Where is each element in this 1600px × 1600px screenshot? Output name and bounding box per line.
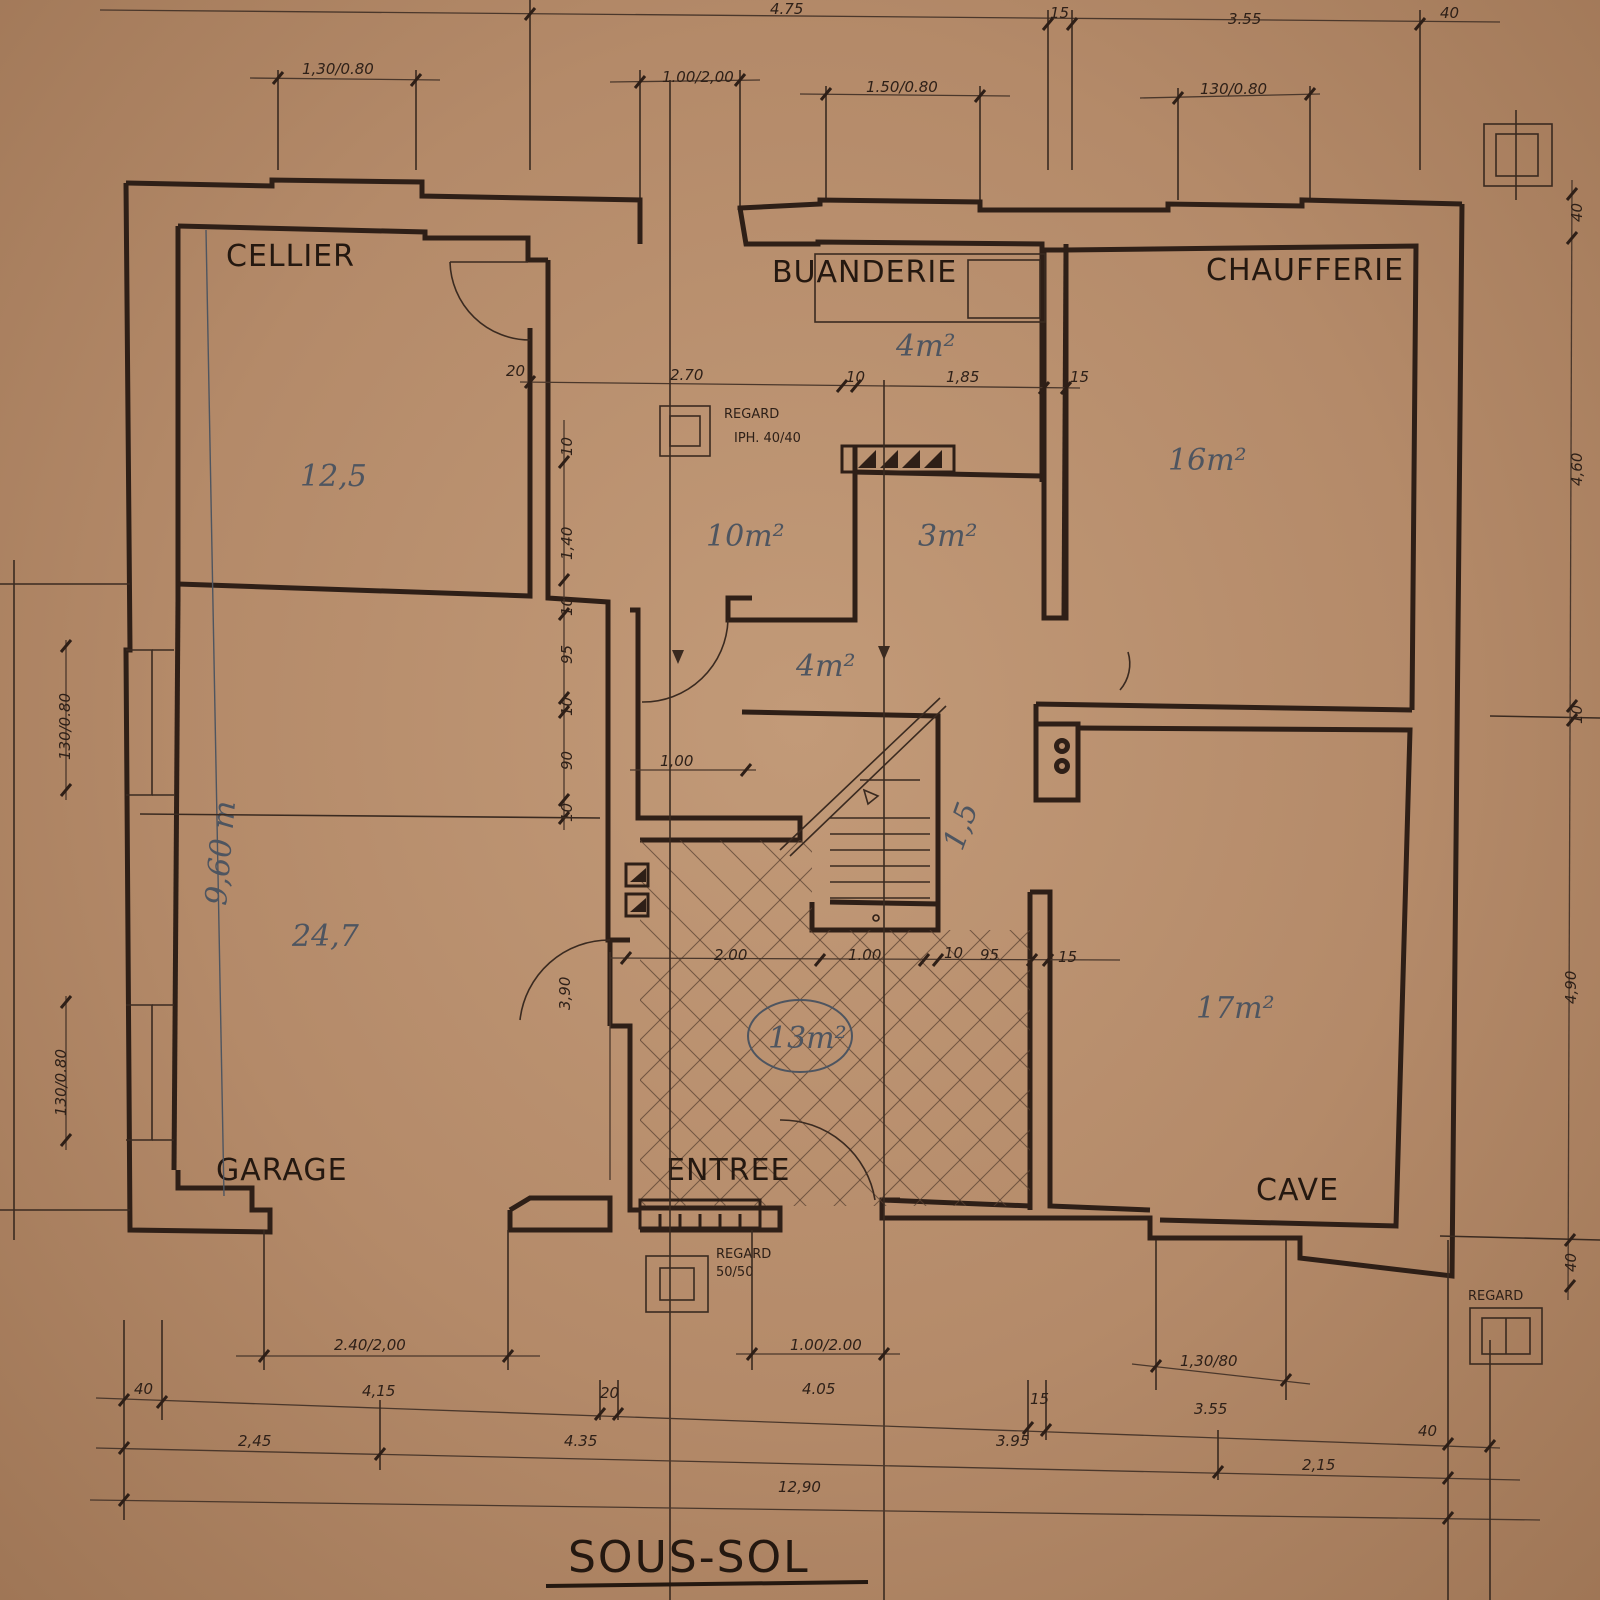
dim-bottom-435: 4.35 <box>564 1432 597 1450</box>
entrance-step-grille <box>638 1198 762 1230</box>
dim-h15: 15 <box>1058 948 1077 966</box>
dim-15-a: 15 <box>1070 368 1089 386</box>
dim-bottom-415: 4,15 <box>362 1382 395 1400</box>
bottom-dimension-lines <box>89 1230 1541 1600</box>
dim-bottom-405: 4.05 <box>802 1380 835 1398</box>
dim-top-overall-b: 15 <box>1050 4 1069 22</box>
plan-title-underline <box>545 1580 869 1588</box>
dim-bottom-215: 2,15 <box>1302 1456 1335 1474</box>
dim-top-overall-a: 4.75 <box>770 0 803 18</box>
dim-bottom-355: 3.55 <box>1194 1400 1227 1418</box>
dim-door-1: 1.00/2,00 <box>662 68 734 86</box>
regard-south-spec: 50/50 <box>716 1265 753 1280</box>
dim-20: 20 <box>506 362 525 380</box>
dim-v10-a: 10 <box>558 437 576 456</box>
dim-door-entree: 1.00/2.00 <box>790 1336 862 1354</box>
dim-10-a: 10 <box>846 368 865 386</box>
axis-lines <box>139 80 890 1600</box>
right-dimension-lines <box>1439 179 1600 1301</box>
dim-right-490: 4,90 <box>1562 971 1580 1004</box>
exterior-walls <box>123 177 1465 1279</box>
room-label-garage: GARAGE <box>216 1153 348 1188</box>
entree-floor-hatching <box>640 840 1030 1206</box>
door-swings <box>449 261 1131 1201</box>
plan-title: SOUS-SOL <box>568 1532 810 1583</box>
interior-dimension-lines <box>519 375 1121 1180</box>
dim-v140: 1,40 <box>558 527 576 560</box>
dim-bottom-total: 12,90 <box>778 1478 821 1496</box>
staircase <box>779 697 947 922</box>
regard-south-label: REGARD <box>716 1247 771 1262</box>
area-hall: 10m² <box>706 519 785 554</box>
dim-window-cave: 1,30/80 <box>1180 1352 1238 1370</box>
dim-window-1: 1,30/0.80 <box>302 60 374 78</box>
room-label-buanderie: BUANDERIE <box>772 255 957 290</box>
room-label-cave: CAVE <box>1256 1173 1339 1208</box>
area-garage: 24,7 <box>291 919 360 954</box>
dim-h100-b: 1.00 <box>848 946 881 964</box>
dim-window-2: 1.50/0.80 <box>866 78 938 96</box>
dim-bottom-20: 20 <box>600 1384 619 1402</box>
room-label-cellier: CELLIER <box>226 239 355 274</box>
regard-north-symbol <box>659 405 711 457</box>
area-storage: 3m² <box>918 519 978 554</box>
dim-h100: 1,00 <box>660 752 693 770</box>
dim-top-overall-c: 3.55 <box>1228 10 1261 28</box>
room-label-chaufferie: CHAUFFERIE <box>1206 253 1404 288</box>
regard-north-spec: IPH. 40/40 <box>734 431 801 446</box>
dim-v390: 3,90 <box>556 977 574 1010</box>
vent-blocks <box>624 862 650 918</box>
pencil-measure-line <box>205 229 225 1197</box>
dim-right-10: 10 <box>1568 705 1586 724</box>
boiler-pipes <box>1054 738 1070 774</box>
dim-h10: 10 <box>944 944 963 962</box>
dim-v10-b: 10 <box>558 597 576 616</box>
area-landing: 4m² <box>795 649 856 684</box>
utility-meter-block <box>840 444 956 474</box>
area-cave: 17m² <box>1196 991 1275 1026</box>
regard-south-symbol <box>645 1255 709 1313</box>
dim-270: 2.70 <box>670 366 703 384</box>
dim-right-40-b: 40 <box>1562 1253 1580 1272</box>
dim-top-overall-d: 40 <box>1440 4 1459 22</box>
dim-v10-d: 10 <box>558 803 576 822</box>
dim-v95: 95 <box>558 645 576 664</box>
area-entree: 13m² <box>768 1021 847 1056</box>
dim-bottom-40: 40 <box>134 1380 153 1398</box>
top-dimension-lines <box>99 0 1501 210</box>
dim-bottom-15: 15 <box>1030 1390 1049 1408</box>
fixtures <box>624 253 1070 1230</box>
area-buanderie: 4m² <box>895 329 956 364</box>
area-stair: 1,5 <box>937 798 986 855</box>
chimney-symbol <box>1483 110 1553 200</box>
dim-left-window-a: 130/0.80 <box>56 693 74 760</box>
dim-window-3: 130/0.80 <box>1200 80 1267 98</box>
area-chaufferie: 16m² <box>1168 443 1247 478</box>
regard-north-label: REGARD <box>724 407 779 422</box>
regard-east-label: REGARD <box>1468 1289 1523 1304</box>
dim-v90: 90 <box>558 751 576 770</box>
dim-v10-c: 10 <box>558 697 576 716</box>
dim-h200: 2.00 <box>714 946 747 964</box>
dim-bottom-395: 3.95 <box>996 1432 1029 1450</box>
dim-185: 1,85 <box>946 368 979 386</box>
room-label-entree: ENTREE <box>666 1153 790 1188</box>
dim-left-window-b: 130/0.80 <box>52 1049 70 1116</box>
dim-bottom-245: 2,45 <box>238 1432 271 1450</box>
area-cellier: 12,5 <box>300 459 367 494</box>
dim-bottom-40-b: 40 <box>1418 1422 1437 1440</box>
regard-east-symbol <box>1469 1307 1543 1365</box>
dim-h95: 95 <box>980 946 999 964</box>
area-entree-circled: 13m² <box>747 999 853 1073</box>
dim-right-460: 4,60 <box>1568 453 1586 486</box>
dim-right-40-a: 40 <box>1568 203 1586 222</box>
dim-door-garage: 2.40/2,00 <box>334 1336 406 1354</box>
left-dimension-lines <box>0 560 130 1240</box>
